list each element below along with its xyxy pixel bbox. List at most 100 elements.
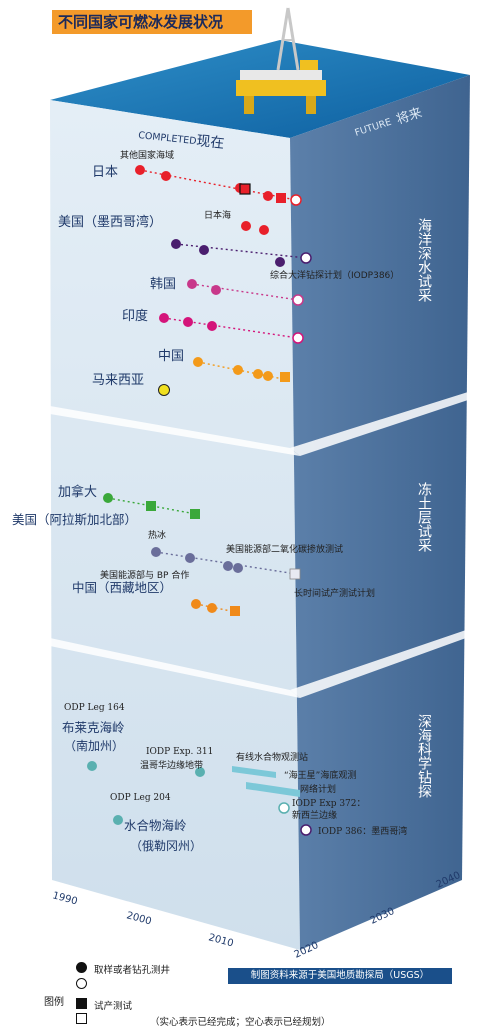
- odp164-point: [87, 761, 97, 771]
- neptune-network-bar: [246, 782, 300, 797]
- section-label-permafrost: 冻土层试采: [416, 481, 432, 552]
- india-point: [183, 317, 193, 327]
- country-label-japan: 日本: [92, 165, 118, 180]
- canada-point: [103, 493, 113, 503]
- usa-mexico-point: [199, 245, 209, 255]
- japan-point: [161, 171, 171, 181]
- legend-note: （实心表示已经完成；空心表示已经规划）: [150, 1017, 331, 1028]
- korea-point: [187, 279, 197, 289]
- science-label-blake-2: （南加州）: [64, 738, 124, 753]
- legend-item-test: 试产测试: [94, 1001, 133, 1012]
- country-label-china-tibet: 中国（西藏地区）: [72, 580, 172, 595]
- series-china: [193, 357, 290, 382]
- korea-point: [211, 285, 221, 295]
- side-face: [290, 75, 470, 950]
- annotation-haiwangxing-2: 网络计划: [300, 783, 336, 795]
- malaysia-point: [158, 384, 170, 396]
- iodp311-point: [195, 767, 205, 777]
- series-japan: [135, 165, 302, 235]
- legend-filled-square-icon: [76, 998, 87, 1009]
- series-china-tibet: [191, 599, 240, 616]
- canada-test-square: [190, 509, 200, 519]
- japan-planned-point: [290, 194, 302, 206]
- year-2010: 2010: [207, 932, 234, 949]
- odp204-point: [113, 815, 123, 825]
- section-label-science-drilling: 深海科学钻探: [416, 714, 432, 798]
- canada-test-square: [146, 501, 156, 511]
- annotation-other-waters: 其他国家海域: [120, 149, 174, 161]
- japan-sea-point: [259, 225, 269, 235]
- series-science-drilling: [87, 761, 312, 836]
- annotation-doe-co2: 美国能源部二氧化碳掺放测试: [226, 543, 343, 555]
- india-planned-point: [292, 332, 304, 344]
- annotation-iodp386-mx: IODP 386：墨西哥湾: [318, 825, 407, 837]
- divider-2: [50, 638, 300, 698]
- annotation-odp164: ODP Leg 164: [64, 703, 125, 713]
- legend-title: 图例: [44, 997, 64, 1008]
- usa-mexico-planned-point: [300, 252, 312, 264]
- alaska-point: [151, 547, 161, 557]
- divider-1-side: [290, 392, 468, 456]
- annotation-iodp311: IODP Exp. 311: [146, 747, 213, 757]
- country-label-india: 印度: [122, 308, 148, 324]
- china-point: [193, 357, 203, 367]
- country-label-usa-alaska: 美国（阿拉斯加北部）: [12, 512, 137, 527]
- country-label-malaysia: 马来西亚: [92, 373, 144, 388]
- front-face: [50, 100, 300, 950]
- legend-open-circle-icon: [76, 978, 87, 989]
- japan-test-square: [239, 183, 251, 195]
- china-test-square: [280, 372, 290, 382]
- annotation-wenguohua: 温哥华边缘地带: [140, 759, 203, 771]
- india-point: [159, 313, 169, 323]
- section-label-deep-sea: 海洋深水试采: [416, 218, 432, 302]
- annotation-long-term: 长时间试产测试计划: [294, 587, 375, 599]
- alaska-planned-square: [289, 568, 301, 580]
- country-label-china: 中国: [158, 349, 184, 364]
- annotation-haiwangxing-1: “海王星”海底观测: [284, 769, 356, 781]
- japan-point: [135, 165, 145, 175]
- drilling-platform-icon: [236, 7, 326, 114]
- cable-observatory-bar: [232, 766, 276, 778]
- year-1990: 1990: [51, 890, 78, 907]
- series-canada: [103, 493, 200, 519]
- alaska-point: [233, 563, 243, 573]
- annotation-japan-sea: 日本海: [204, 209, 231, 221]
- annotation-cable: 有线水合物观测站: [236, 751, 308, 763]
- china-point: [253, 369, 263, 379]
- series-usa-mexico: [171, 239, 312, 267]
- japan-point: [263, 191, 273, 201]
- japan-sea-point: [241, 221, 251, 231]
- legend-filled-circle-icon: [76, 962, 87, 973]
- science-label-blake: 布莱克海岭: [62, 720, 125, 735]
- divider-1: [50, 406, 300, 456]
- annotation-iodp372: IODP Exp 372：: [292, 799, 366, 809]
- series-korea: [187, 279, 304, 306]
- usa-mexico-point: [171, 239, 181, 249]
- annotation-doe-bp: 美国能源部与 BP 合作: [100, 569, 189, 581]
- japan-test-square: [276, 193, 286, 203]
- iodp386-mx-point: [300, 824, 312, 836]
- china-point: [233, 365, 243, 375]
- alaska-point: [185, 553, 195, 563]
- header-completed-cn: 现在: [196, 133, 226, 152]
- country-label-korea: 韩国: [150, 277, 176, 292]
- year-2000: 2000: [125, 910, 152, 927]
- annotation-nz-edge: 新西兰边缘: [292, 809, 337, 821]
- alaska-point: [223, 561, 233, 571]
- tibet-point: [207, 603, 217, 613]
- series-usa-alaska: [151, 547, 301, 580]
- country-label-usa-mexico: 美国（墨西哥湾）: [58, 214, 162, 230]
- legend-open-square-icon: [76, 1013, 87, 1024]
- series-india: [159, 313, 304, 344]
- china-point: [263, 371, 273, 381]
- source-note: 制图资料来源于美国地质勘探局（USGS）: [228, 968, 452, 984]
- iodp372-point: [278, 802, 290, 814]
- science-label-hydrate: 水合物海岭: [124, 818, 187, 833]
- country-label-canada: 加拿大: [58, 484, 97, 500]
- annotation-iodp386: 综合大洋钻探计划（IODP386）: [270, 269, 399, 281]
- annotation-odp204: ODP Leg 204: [110, 793, 171, 803]
- annotation-hot-ice: 热冰: [148, 529, 166, 541]
- page-title: 不同国家可燃冰发展状况: [52, 10, 252, 34]
